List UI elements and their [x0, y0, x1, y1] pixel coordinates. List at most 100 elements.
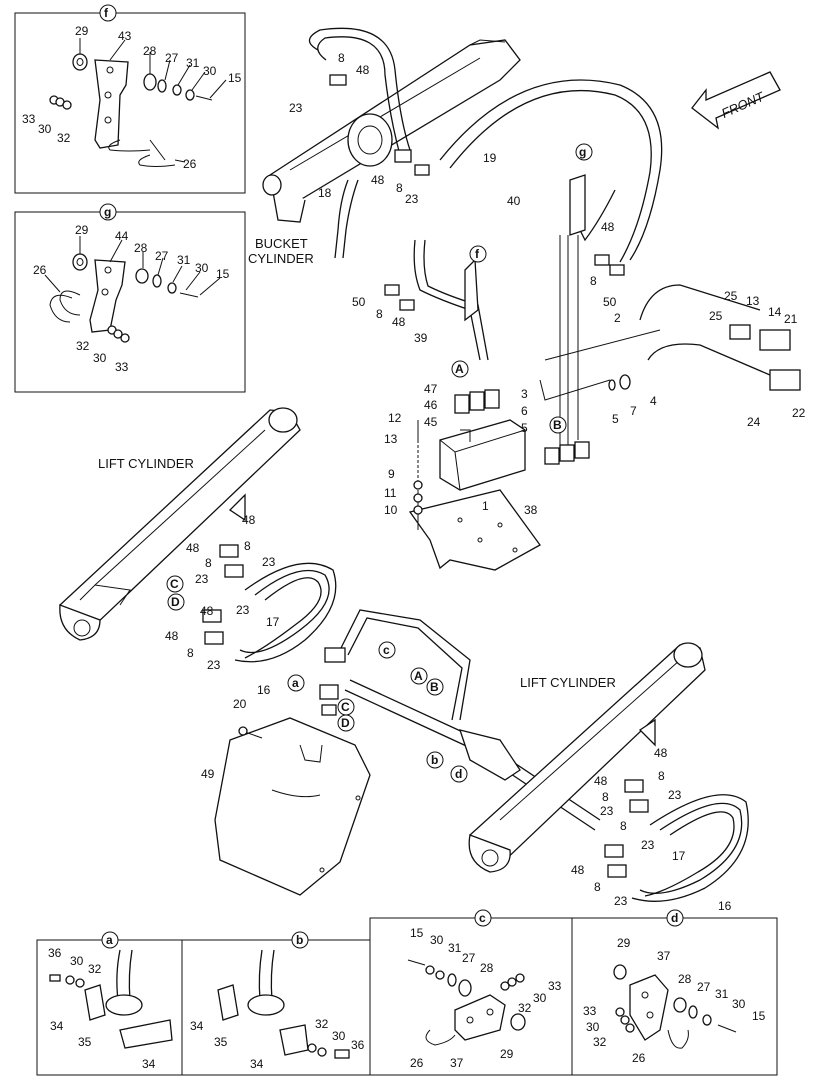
part-label: 11 [384, 486, 397, 500]
part-label: 48 [165, 629, 179, 643]
part-label: 5 [612, 412, 619, 426]
part-label: 33 [583, 1004, 597, 1018]
part-label: 34 [250, 1057, 264, 1071]
part-label: 8 [396, 181, 403, 195]
part-label: 14 [768, 305, 782, 319]
part-label: 23 [614, 894, 628, 908]
part-label: 16 [257, 683, 271, 697]
part-label: 34 [50, 1019, 64, 1033]
callout-f: f [475, 247, 480, 261]
part-label: 28 [678, 972, 692, 986]
part-label: 39 [414, 331, 428, 345]
lift-cylinder-label-left: LIFT CYLINDER [98, 456, 194, 471]
control-valve [408, 374, 631, 571]
part-label: 31 [715, 987, 729, 1001]
callout-D-center: D [341, 716, 350, 730]
detail-panel-d: d 29 37 28 27 31 30 15 33 30 32 26 [571, 909, 778, 1076]
part-label: 21 [784, 312, 798, 326]
part-label: 50 [603, 295, 617, 309]
callout-d: d [455, 767, 462, 781]
part-label: 26 [410, 1056, 424, 1070]
part-label: 23 [405, 192, 419, 206]
part-label: 23 [262, 555, 276, 569]
part-label: 40 [507, 194, 521, 208]
part-label: 29 [500, 1047, 514, 1061]
panel-a-part-labels: 36 30 32 34 35 34 [48, 946, 156, 1071]
part-label: 31 [448, 941, 462, 955]
part-label: 22 [792, 406, 806, 420]
part-label: 30 [70, 954, 84, 968]
part-label: 32 [518, 1001, 532, 1015]
front-arrow: FRONT [691, 71, 781, 130]
callout-A-center: A [414, 669, 423, 683]
part-label: 29 [617, 936, 631, 950]
part-label: 29 [75, 223, 89, 237]
right-lift-hoses [604, 779, 749, 902]
part-label: 8 [602, 790, 609, 804]
callout-a: a [292, 676, 299, 690]
part-label: 8 [376, 307, 383, 321]
part-label: 26 [33, 263, 47, 277]
panel-b-part-labels: 34 35 34 32 30 36 [190, 1017, 365, 1071]
panel-d-part-labels: 29 37 28 27 31 30 15 33 30 32 26 [583, 936, 766, 1065]
part-label: 28 [134, 241, 148, 255]
part-label: 44 [115, 229, 129, 243]
part-label: 37 [657, 949, 671, 963]
part-label: 48 [371, 173, 385, 187]
callout-C: C [170, 577, 179, 591]
part-label: 32 [76, 339, 90, 353]
valve-pipes-top [413, 184, 661, 450]
part-label: 23 [600, 804, 614, 818]
part-label: 28 [480, 961, 494, 975]
part-label: 8 [244, 539, 251, 553]
part-label: 48 [594, 774, 608, 788]
part-label: 8 [658, 769, 665, 783]
detail-panel-g: g 29 44 28 27 31 30 15 26 32 30 33 [14, 203, 246, 393]
part-label: 33 [22, 112, 36, 126]
part-label: 1 [482, 499, 489, 513]
part-label: 15 [410, 926, 424, 940]
callout-A: A [455, 362, 464, 376]
part-label: 25 [724, 289, 738, 303]
panel-f-part-labels: 29 43 28 27 31 30 15 33 30 32 26 [22, 24, 242, 171]
lift-cylinder-left [58, 407, 301, 641]
part-label: 35 [78, 1035, 92, 1049]
part-label: 48 [186, 541, 200, 555]
panel-f-letter: f [104, 6, 109, 20]
part-label: 32 [315, 1017, 329, 1031]
panel-b-letter: b [296, 933, 303, 947]
part-label: 6 [521, 404, 528, 418]
part-label: 36 [351, 1038, 365, 1052]
part-label: 33 [548, 979, 562, 993]
part-label: 30 [203, 64, 217, 78]
part-label: 17 [672, 849, 686, 863]
part-label: 30 [93, 351, 107, 365]
part-label: 48 [654, 746, 668, 760]
part-label: 10 [384, 503, 398, 517]
callout-B: B [553, 418, 562, 432]
part-label: 30 [732, 997, 746, 1011]
detail-panel-c: c 15 30 31 27 28 33 30 32 26 37 29 [369, 909, 573, 1076]
callout-circles: A B C D f g a b c d A B C D [166, 143, 593, 783]
panel-g-letter: g [104, 205, 111, 219]
part-label: 48 [200, 604, 214, 618]
part-label: 13 [746, 294, 760, 308]
main-part-labels-left-lift: 48 48 8 8 23 23 23 48 48 8 23 17 16 20 4… [165, 513, 280, 781]
part-label: 32 [88, 962, 102, 976]
part-label: 30 [195, 261, 209, 275]
part-label: 30 [430, 933, 444, 947]
part-label: 24 [747, 415, 761, 429]
part-label: 34 [190, 1019, 204, 1033]
part-label: 23 [668, 788, 682, 802]
part-label: 32 [57, 131, 71, 145]
part-label: 9 [388, 467, 395, 481]
main-part-labels-top: 8 48 23 19 48 8 23 18 40 48 8 50 2 25 13… [289, 51, 806, 429]
callout-B-center: B [430, 680, 439, 694]
part-label: 27 [155, 249, 169, 263]
part-label: 48 [601, 220, 615, 234]
panel-c-part-labels: 15 30 31 27 28 33 30 32 26 37 29 [410, 926, 562, 1070]
part-label: 16 [718, 899, 732, 913]
part-label: 48 [392, 315, 406, 329]
bucket-cylinder-label-1: BUCKET [255, 236, 308, 251]
